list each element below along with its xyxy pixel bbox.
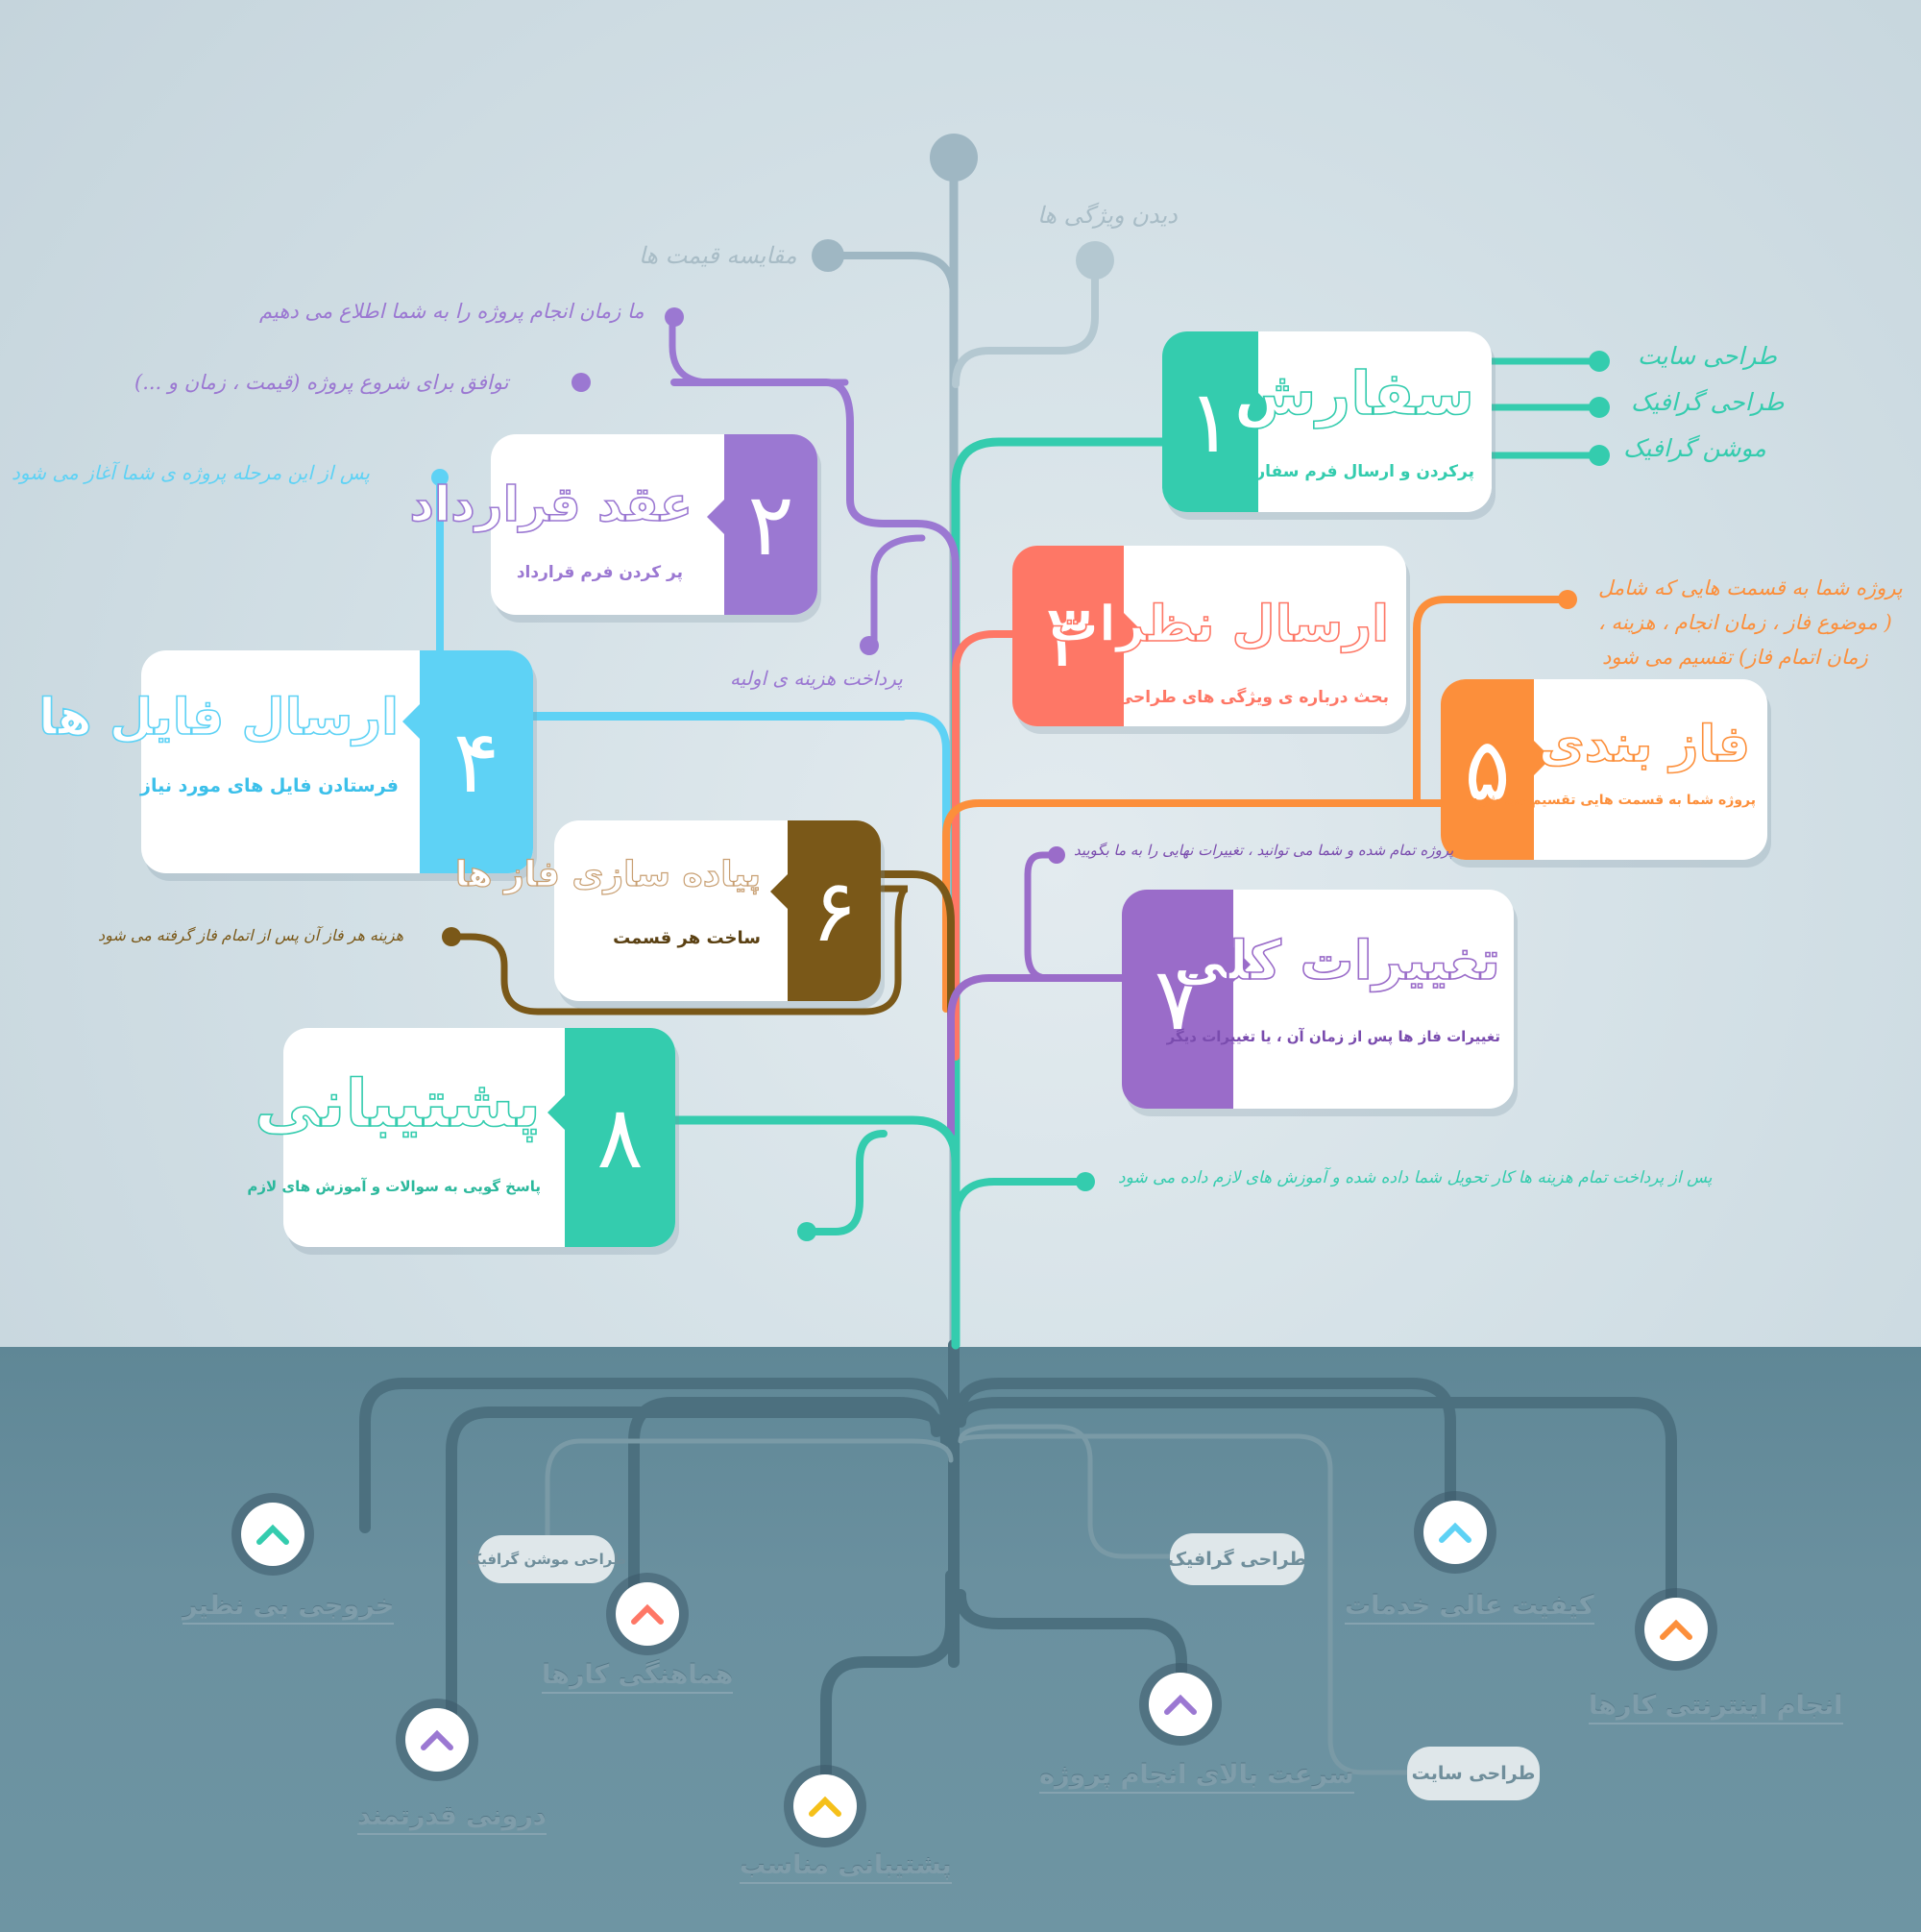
chevron-up-icon bbox=[1660, 1619, 1692, 1640]
feature-badge-proper-support bbox=[793, 1774, 857, 1838]
step-subtitle: فرستادن فایل های مورد نیاز bbox=[140, 775, 399, 796]
pill-graphic-design: طراحی گرافیک bbox=[1168, 1533, 1306, 1585]
pill-motion-graphic: طراحی موشن گرافیک bbox=[467, 1535, 626, 1583]
step-number-band: ۶ bbox=[788, 820, 881, 1001]
step-number: ۱ bbox=[1186, 371, 1234, 473]
feature-badge-powerful-core bbox=[405, 1708, 469, 1772]
step-number-band: ۸ bbox=[565, 1028, 675, 1247]
feature-label-powerful-core: درونی قدرتمند bbox=[357, 1801, 547, 1835]
step-number: ۵ bbox=[1464, 719, 1511, 820]
step-number: ۶ bbox=[811, 860, 858, 962]
feature-label-high-speed: سرعت بالای انجام پروژه bbox=[1039, 1760, 1354, 1794]
feature-label-online-work: انجام اینترنتی کارها bbox=[1589, 1691, 1843, 1724]
annotation-graphic-design: طراحی گرافیک bbox=[1631, 388, 1785, 416]
step-number: ۴ bbox=[452, 711, 500, 813]
step-title: سفارش bbox=[1233, 357, 1475, 429]
annotation-final-changes: پروژه تمام شده و شما می توانید ، تغییرات… bbox=[1074, 842, 1454, 859]
notch-marker bbox=[1534, 741, 1551, 775]
notch-marker bbox=[770, 874, 788, 909]
annotation-agreement: توافق برای شروع پروژه (قیمت ، زمان و ...… bbox=[134, 371, 509, 394]
feature-label-proper-support: پشتیبانی مناسب bbox=[740, 1850, 952, 1884]
annotation-view-features: دیدن ویژگی ها bbox=[1037, 202, 1178, 229]
step-number: ۷ bbox=[1154, 948, 1202, 1050]
notch-marker bbox=[1124, 613, 1141, 648]
step-card-1: ۱ سفارش پرکردن و ارسال فرم سفارش bbox=[1162, 331, 1492, 512]
feature-badge-unique-output bbox=[241, 1503, 304, 1566]
step-title: ارسال نظرات bbox=[1048, 595, 1390, 654]
step-card-8: ۸ پشتیبانی پاسخ گویی به سوالات و آموزش ه… bbox=[247, 1028, 675, 1247]
annotation-after-stage: پس از این مرحله پروژه ی شما آغاز می شود bbox=[12, 461, 370, 484]
step-number-band: ۷ bbox=[1122, 890, 1233, 1109]
step-card-6: ۶ پیاده سازی فاز ها ساخت هر قسمت bbox=[454, 820, 881, 1001]
feature-badge-coordination bbox=[616, 1582, 679, 1646]
step-number-band: ۱ bbox=[1162, 331, 1258, 512]
step-subtitle: بحث درباره ی ویژگی های طراحی bbox=[1116, 688, 1389, 707]
feature-label-unique-output: خروجی بی نظیر bbox=[182, 1591, 395, 1625]
step-card-5: ۵ فاز بندی پروژه شما به قسمت هایی تقسیم … bbox=[1441, 679, 1767, 860]
notch-marker bbox=[1233, 947, 1251, 982]
annotation-motion-graphic: موشن گرافیک bbox=[1623, 434, 1766, 462]
step-subtitle: پروژه شما به قسمت هایی تقسیم می شود bbox=[1471, 793, 1756, 808]
chevron-up-icon bbox=[631, 1603, 664, 1625]
annotation-inform-time: ما زمان انجام پروژه را به شما اطلاع می د… bbox=[259, 300, 644, 323]
step-card-7: ۷ تغییرات کلی تغییرات فاز ها پس از زمان … bbox=[1122, 890, 1514, 1109]
notch-marker bbox=[547, 1095, 565, 1130]
step-number: ۲ bbox=[747, 474, 794, 575]
step-title: پیاده سازی فاز ها bbox=[454, 854, 761, 894]
chevron-up-icon bbox=[421, 1729, 453, 1750]
chevron-up-icon bbox=[809, 1796, 841, 1817]
pill-web-design: طراحی سایت bbox=[1407, 1747, 1540, 1800]
step-card-2: ۲ عقد قرارداد پر کردن فرم قرارداد bbox=[409, 434, 817, 615]
notch-marker bbox=[402, 704, 420, 739]
feature-label-service-quality: کیفیت عالی خدمات bbox=[1345, 1591, 1594, 1625]
annotation-compare-prices: مقایسه قیمت ها bbox=[639, 242, 797, 269]
step-subtitle: پاسخ گویی به سوالات و آموزش های لازم bbox=[247, 1178, 541, 1195]
annotation-web-design: طراحی سایت bbox=[1638, 342, 1777, 370]
feature-badge-service-quality bbox=[1423, 1501, 1487, 1564]
feature-badge-online-work bbox=[1644, 1598, 1708, 1661]
chevron-up-icon bbox=[1164, 1694, 1197, 1715]
step-title: فاز بندی bbox=[1538, 715, 1751, 774]
annotation-phase-line-3: زمان اتمام فاز) تقسیم می شود bbox=[1602, 646, 1868, 669]
step-number: ۸ bbox=[596, 1087, 644, 1188]
step-card-4: ۴ ارسال فایل ها فرستادن فایل های مورد نی… bbox=[37, 650, 533, 873]
step-subtitle: تغییرات فاز ها پس از زمان آن ، یا تغییرا… bbox=[1166, 1028, 1500, 1045]
annotation-initial-payment: پرداخت هزینه ی اولیه bbox=[730, 667, 903, 690]
chevron-up-icon bbox=[256, 1524, 289, 1545]
step-number-band: ۵ bbox=[1441, 679, 1534, 860]
roots-ground bbox=[0, 1347, 1921, 1932]
feature-label-coordination: هماهنگی کارها bbox=[542, 1660, 734, 1694]
step-title: ارسال فایل ها bbox=[37, 688, 399, 747]
notch-marker bbox=[707, 500, 724, 534]
notch-marker bbox=[1258, 393, 1276, 428]
annotation-phase-line-1: پروژه شما به قسمت هایی که شامل bbox=[1598, 576, 1903, 599]
step-title: عقد قرارداد bbox=[409, 476, 693, 533]
step-title: پشتیبانی bbox=[254, 1065, 541, 1143]
step-subtitle: ساخت هر قسمت bbox=[613, 928, 761, 948]
step-subtitle: پر کردن فرم قرارداد bbox=[516, 563, 683, 582]
step-number-band: ۴ bbox=[420, 650, 533, 873]
step-title: تغییرات کلی bbox=[1173, 929, 1501, 993]
step-number-band: ۲ bbox=[724, 434, 817, 615]
feature-badge-high-speed bbox=[1149, 1673, 1212, 1736]
annotation-delivery: پس از پرداخت تمام هزینه ها کار تحویل شما… bbox=[1118, 1168, 1713, 1187]
chevron-up-icon bbox=[1439, 1522, 1471, 1543]
step-card-3: ۳ ارسال نظرات بحث درباره ی ویژگی های طرا… bbox=[1012, 546, 1406, 726]
step-number: ۳ bbox=[1044, 585, 1092, 687]
step-subtitle: پرکردن و ارسال فرم سفارش bbox=[1232, 462, 1474, 481]
annotation-phase-line-2: ( موضوع فاز ، زمان انجام ، هزینه ، bbox=[1598, 611, 1892, 634]
annotation-phase-cost: هزینه هر فاز آن پس از اتمام فاز گرفته می… bbox=[98, 926, 404, 944]
step-number-band: ۳ bbox=[1012, 546, 1124, 726]
